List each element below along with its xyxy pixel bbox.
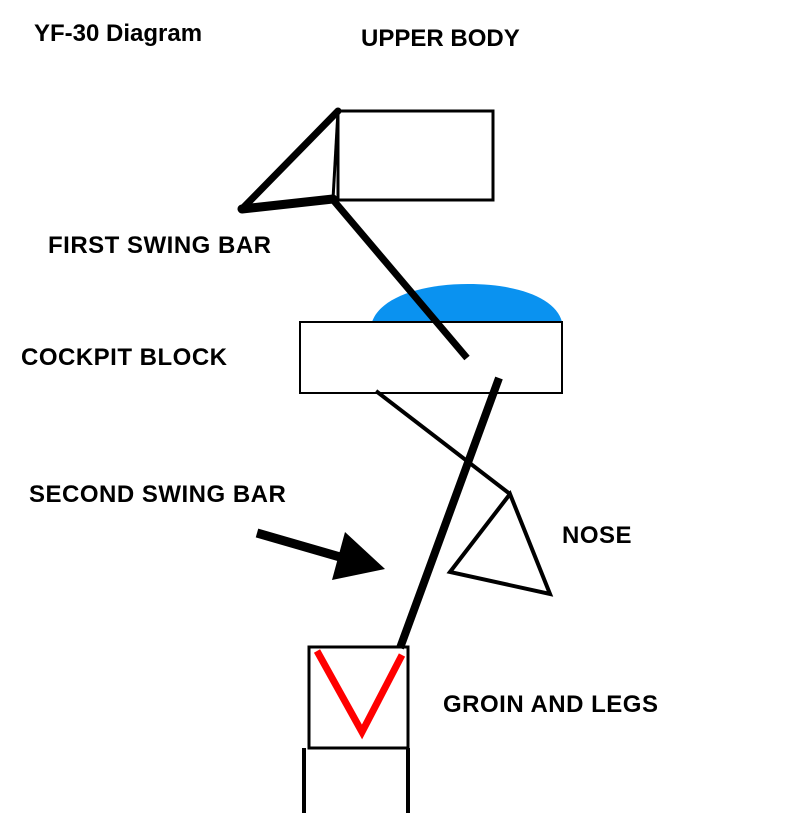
cockpit-block-label: COCKPIT BLOCK <box>21 344 228 371</box>
diagram-title: YF-30 Diagram <box>34 20 203 47</box>
second-swing-bar-label: SECOND SWING BAR <box>29 481 287 508</box>
nose-label: NOSE <box>562 522 633 549</box>
groin-and-legs-label: GROIN AND LEGS <box>443 691 659 718</box>
upper-body-triangle-edge-bottom <box>237 194 338 214</box>
cockpit-block <box>299 321 563 394</box>
upper-body-triangle-edge-top <box>238 107 342 213</box>
arrow-shaft <box>255 528 342 562</box>
second-swing-bar <box>396 376 503 650</box>
nose-triangle <box>446 489 554 597</box>
first-swing-bar-label: FIRST SWING BAR <box>48 232 272 259</box>
nose-connector <box>374 389 512 496</box>
upper-body-label: UPPER BODY <box>361 25 520 52</box>
upper-body-block <box>336 109 495 202</box>
arrow-head <box>332 532 385 580</box>
first-swing-bar <box>331 198 470 361</box>
cockpit-canopy <box>372 284 562 322</box>
upper-body-triangle-edge-side <box>331 110 340 200</box>
groin-v-mark <box>313 649 406 740</box>
groin-block <box>307 645 410 750</box>
